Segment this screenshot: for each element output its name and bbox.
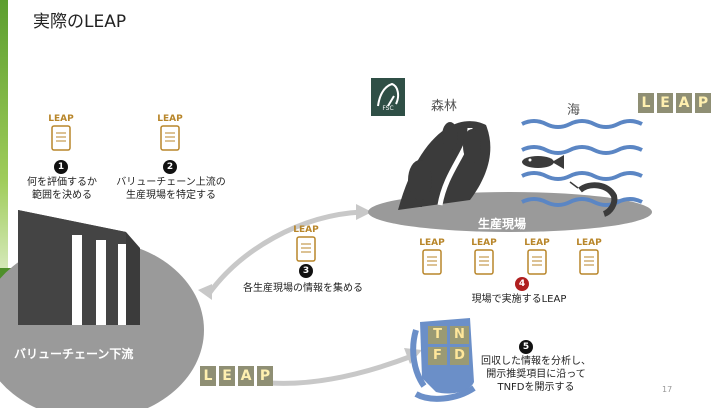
fsc-label: FSC <box>382 105 394 112</box>
caption-line: 回収した情報を分析し、 <box>481 356 591 367</box>
tile-l: L <box>638 93 654 113</box>
building-icon <box>18 210 140 325</box>
caption-line: 範囲を決める <box>32 190 92 201</box>
leap-doc-site-3: LEAP <box>524 238 550 275</box>
leap-doc-label: LEAP <box>293 225 319 235</box>
caption-line: 何を評価するか <box>27 177 97 188</box>
document-icon <box>579 249 599 275</box>
leap-doc-label: LEAP <box>524 238 550 248</box>
leap-doc-label: LEAP <box>419 238 445 248</box>
step-4-caption: 現場で実施するLEAP <box>462 293 576 306</box>
fsc-logo <box>371 78 405 116</box>
tile-a: A <box>676 93 692 113</box>
step-4-number: 4 <box>515 277 529 291</box>
document-icon <box>296 236 316 262</box>
step-3-caption: 各生産現場の情報を集める <box>238 282 368 295</box>
shrimp-icon <box>569 181 618 217</box>
arrow-to-scroll <box>269 353 413 386</box>
leap-doc-1: LEAP <box>48 114 74 151</box>
document-icon <box>527 249 547 275</box>
caption-line: 生産現場を特定する <box>126 190 216 201</box>
tile-l: L <box>200 366 216 386</box>
step-1-caption: 何を評価するか 範囲を決める <box>20 176 104 202</box>
leap-doc-label: LEAP <box>48 114 74 124</box>
caption-line: バリューチェーン上流の <box>116 177 226 188</box>
leap-tiles-bottom: L E A P <box>200 366 273 386</box>
leap-doc-label: LEAP <box>576 238 602 248</box>
sea-label: 海 <box>567 103 581 118</box>
tile-t: T <box>428 326 447 344</box>
tile-e: E <box>219 366 235 386</box>
downstream-label: バリューチェーン下流 <box>14 347 134 361</box>
leap-doc-site-1: LEAP <box>419 238 445 275</box>
leap-doc-2: LEAP <box>157 114 183 151</box>
step-5-caption: 回収した情報を分析し、 開示推奨項目に沿って TNFDを開示する <box>476 355 596 394</box>
leap-doc-label: LEAP <box>157 114 183 124</box>
document-icon <box>51 125 71 151</box>
caption-line: 現場で実施するLEAP <box>471 294 567 305</box>
tile-n: N <box>450 326 469 344</box>
tile-e: E <box>657 93 673 113</box>
caption-line: 各生産現場の情報を集める <box>243 283 363 294</box>
page-title: 実際のLEAP <box>33 12 127 32</box>
step-5-number: 5 <box>519 340 533 354</box>
tnfd-tiles: T N F D <box>428 326 470 365</box>
tile-p: P <box>695 93 711 113</box>
step-3-number: 3 <box>299 264 313 278</box>
caption-line: 開示推奨項目に沿って <box>486 369 586 380</box>
arrow-curve-top <box>205 209 363 297</box>
site-label: 生産現場 <box>478 217 527 231</box>
document-icon <box>160 125 180 151</box>
tile-p: P <box>257 366 273 386</box>
leap-doc-3: LEAP <box>293 225 319 262</box>
leap-doc-site-2: LEAP <box>471 238 497 275</box>
forest-label: 森林 <box>431 99 458 114</box>
document-icon <box>422 249 442 275</box>
page-number: 17 <box>662 385 673 394</box>
leap-doc-label: LEAP <box>471 238 497 248</box>
step-1-number: 1 <box>54 160 68 174</box>
tile-a: A <box>238 366 254 386</box>
tile-f: F <box>428 347 447 365</box>
fish-icon <box>522 155 564 169</box>
document-icon <box>474 249 494 275</box>
step-2-caption: バリューチェーン上流の 生産現場を特定する <box>110 176 232 202</box>
accent-bar <box>0 0 8 300</box>
water-waves-icon <box>521 119 643 207</box>
leap-doc-site-4: LEAP <box>576 238 602 275</box>
step-2-number: 2 <box>163 160 177 174</box>
forest-icon <box>408 122 481 207</box>
caption-line: TNFDを開示する <box>497 382 575 393</box>
tile-d: D <box>450 347 469 365</box>
leap-tiles-right: L E A P <box>638 93 711 113</box>
